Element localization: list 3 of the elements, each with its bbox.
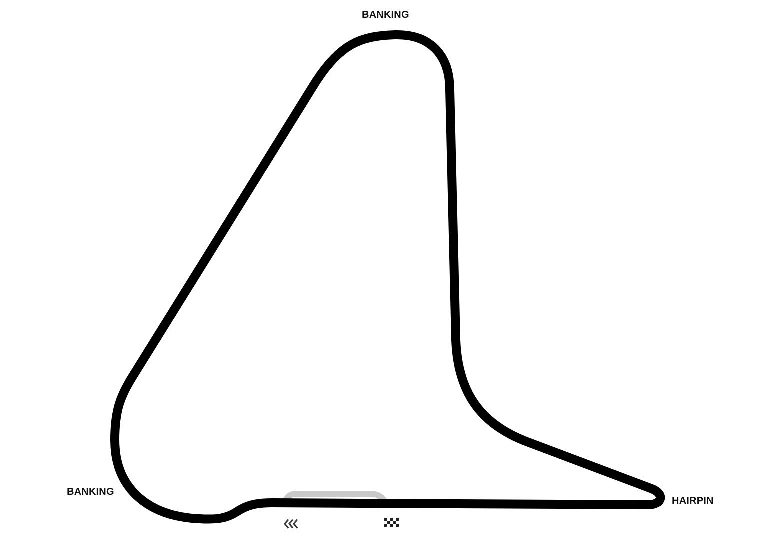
corner-label: BANKING: [362, 10, 410, 22]
corner-label: BANKING: [67, 487, 114, 499]
corner-label: HAIRPIN: [672, 496, 714, 508]
